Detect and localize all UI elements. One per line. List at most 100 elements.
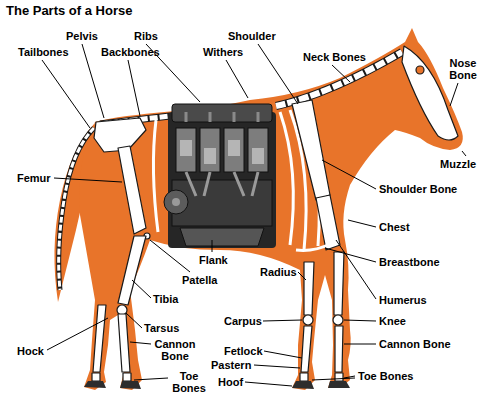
part-label: Fetlock [224,345,263,357]
leader-line [450,83,458,106]
leader-line [312,378,355,380]
shoulder-bone [292,100,330,200]
diagram-title: The Parts of a Horse [6,3,132,18]
leader-line [128,60,140,116]
valve-cover [172,104,272,122]
humerus-bone [316,195,340,250]
fore-toe-bones [300,373,308,381]
radius-bone [334,252,344,315]
leader-line [254,365,300,368]
piston [204,148,216,164]
pulley-hub [172,198,180,206]
leader-line [130,342,151,344]
part-label: Flank [199,254,228,266]
rib [153,120,158,232]
part-label: Toe Bones [170,370,208,394]
piston [228,140,240,156]
part-label: Hoof [218,376,243,388]
part-label: Humerus [379,294,427,306]
fore-cannon-bone [301,326,312,372]
cylinder [224,128,244,172]
part-label: Radius [260,266,297,278]
fore-toe-bones [335,373,343,381]
pelvis-bone [94,118,146,152]
part-label: Ribs [134,30,158,42]
piston [180,140,192,156]
leader-line [336,240,376,299]
cylinder [200,128,220,172]
leader-line [462,151,466,156]
leader-line [212,240,213,252]
leader-line [344,320,376,321]
skeleton [59,46,458,381]
eye-socket [416,66,424,74]
carpus-bone [333,315,343,325]
leader-line [42,60,90,128]
leader-line [245,382,292,386]
part-label: Pelvis [66,30,98,42]
horse-body [80,28,463,390]
leader-line [226,60,248,98]
hoof [328,381,350,388]
part-label: Muzzle [440,158,476,170]
hooves [84,381,350,389]
part-label: Withers [203,46,243,58]
leader-line [150,240,190,272]
cylinder [248,128,268,172]
hoof [84,381,106,388]
leader-line [126,313,142,328]
leader-line [132,280,151,298]
leader-line [264,351,302,358]
leader-line [322,160,376,189]
leader-line [298,272,306,280]
fore-cannon-bone [335,326,343,372]
part-label: Carpus [224,315,262,327]
part-label: Hock [17,345,44,357]
part-label: Chest [379,221,410,233]
breastbone [296,244,330,250]
part-label: Femur [17,172,51,184]
neck-bones [276,52,402,106]
femur-bone [118,146,146,234]
part-label: Breastbone [379,256,440,268]
part-label: Toe Bones [358,370,413,382]
tail-bones [59,128,94,290]
leader-line [332,65,350,82]
oil-pan [180,228,264,246]
horse-silhouette [54,28,462,390]
leader-line [54,178,122,182]
engine-block [168,112,276,248]
engine [164,104,276,248]
part-label: Nose Bone [446,57,480,81]
rib [280,112,293,245]
crank-rod [186,172,258,196]
part-label: Cannon Bone [153,338,197,362]
hind-cannon-bone [118,314,130,372]
manifold [186,112,258,122]
hind-cannon-bone [93,305,106,372]
piston [252,148,264,164]
leader-line [263,320,302,321]
pulley [164,190,188,214]
hind-toe-bones [123,373,131,381]
leader-line [344,344,376,345]
leader-line [325,248,376,262]
part-label: Tibia [153,293,178,305]
leader-line [134,378,168,380]
hoof [292,381,314,389]
part-label: Pastern [211,359,251,371]
leader-lines [42,44,466,386]
part-label: Shoulder Bone [379,183,457,195]
part-label: Neck Bones [303,51,366,63]
tibia-bone [118,236,146,305]
tail-bones [59,128,94,290]
part-label: Cannon Bone [379,338,451,350]
part-label: Tarsus [144,322,179,334]
leader-line [258,44,298,104]
part-label: Knee [379,315,406,327]
part-label: Shoulder [228,30,276,42]
part-label: Patella [182,274,217,286]
leader-line [348,220,376,227]
leader-line [47,318,108,350]
